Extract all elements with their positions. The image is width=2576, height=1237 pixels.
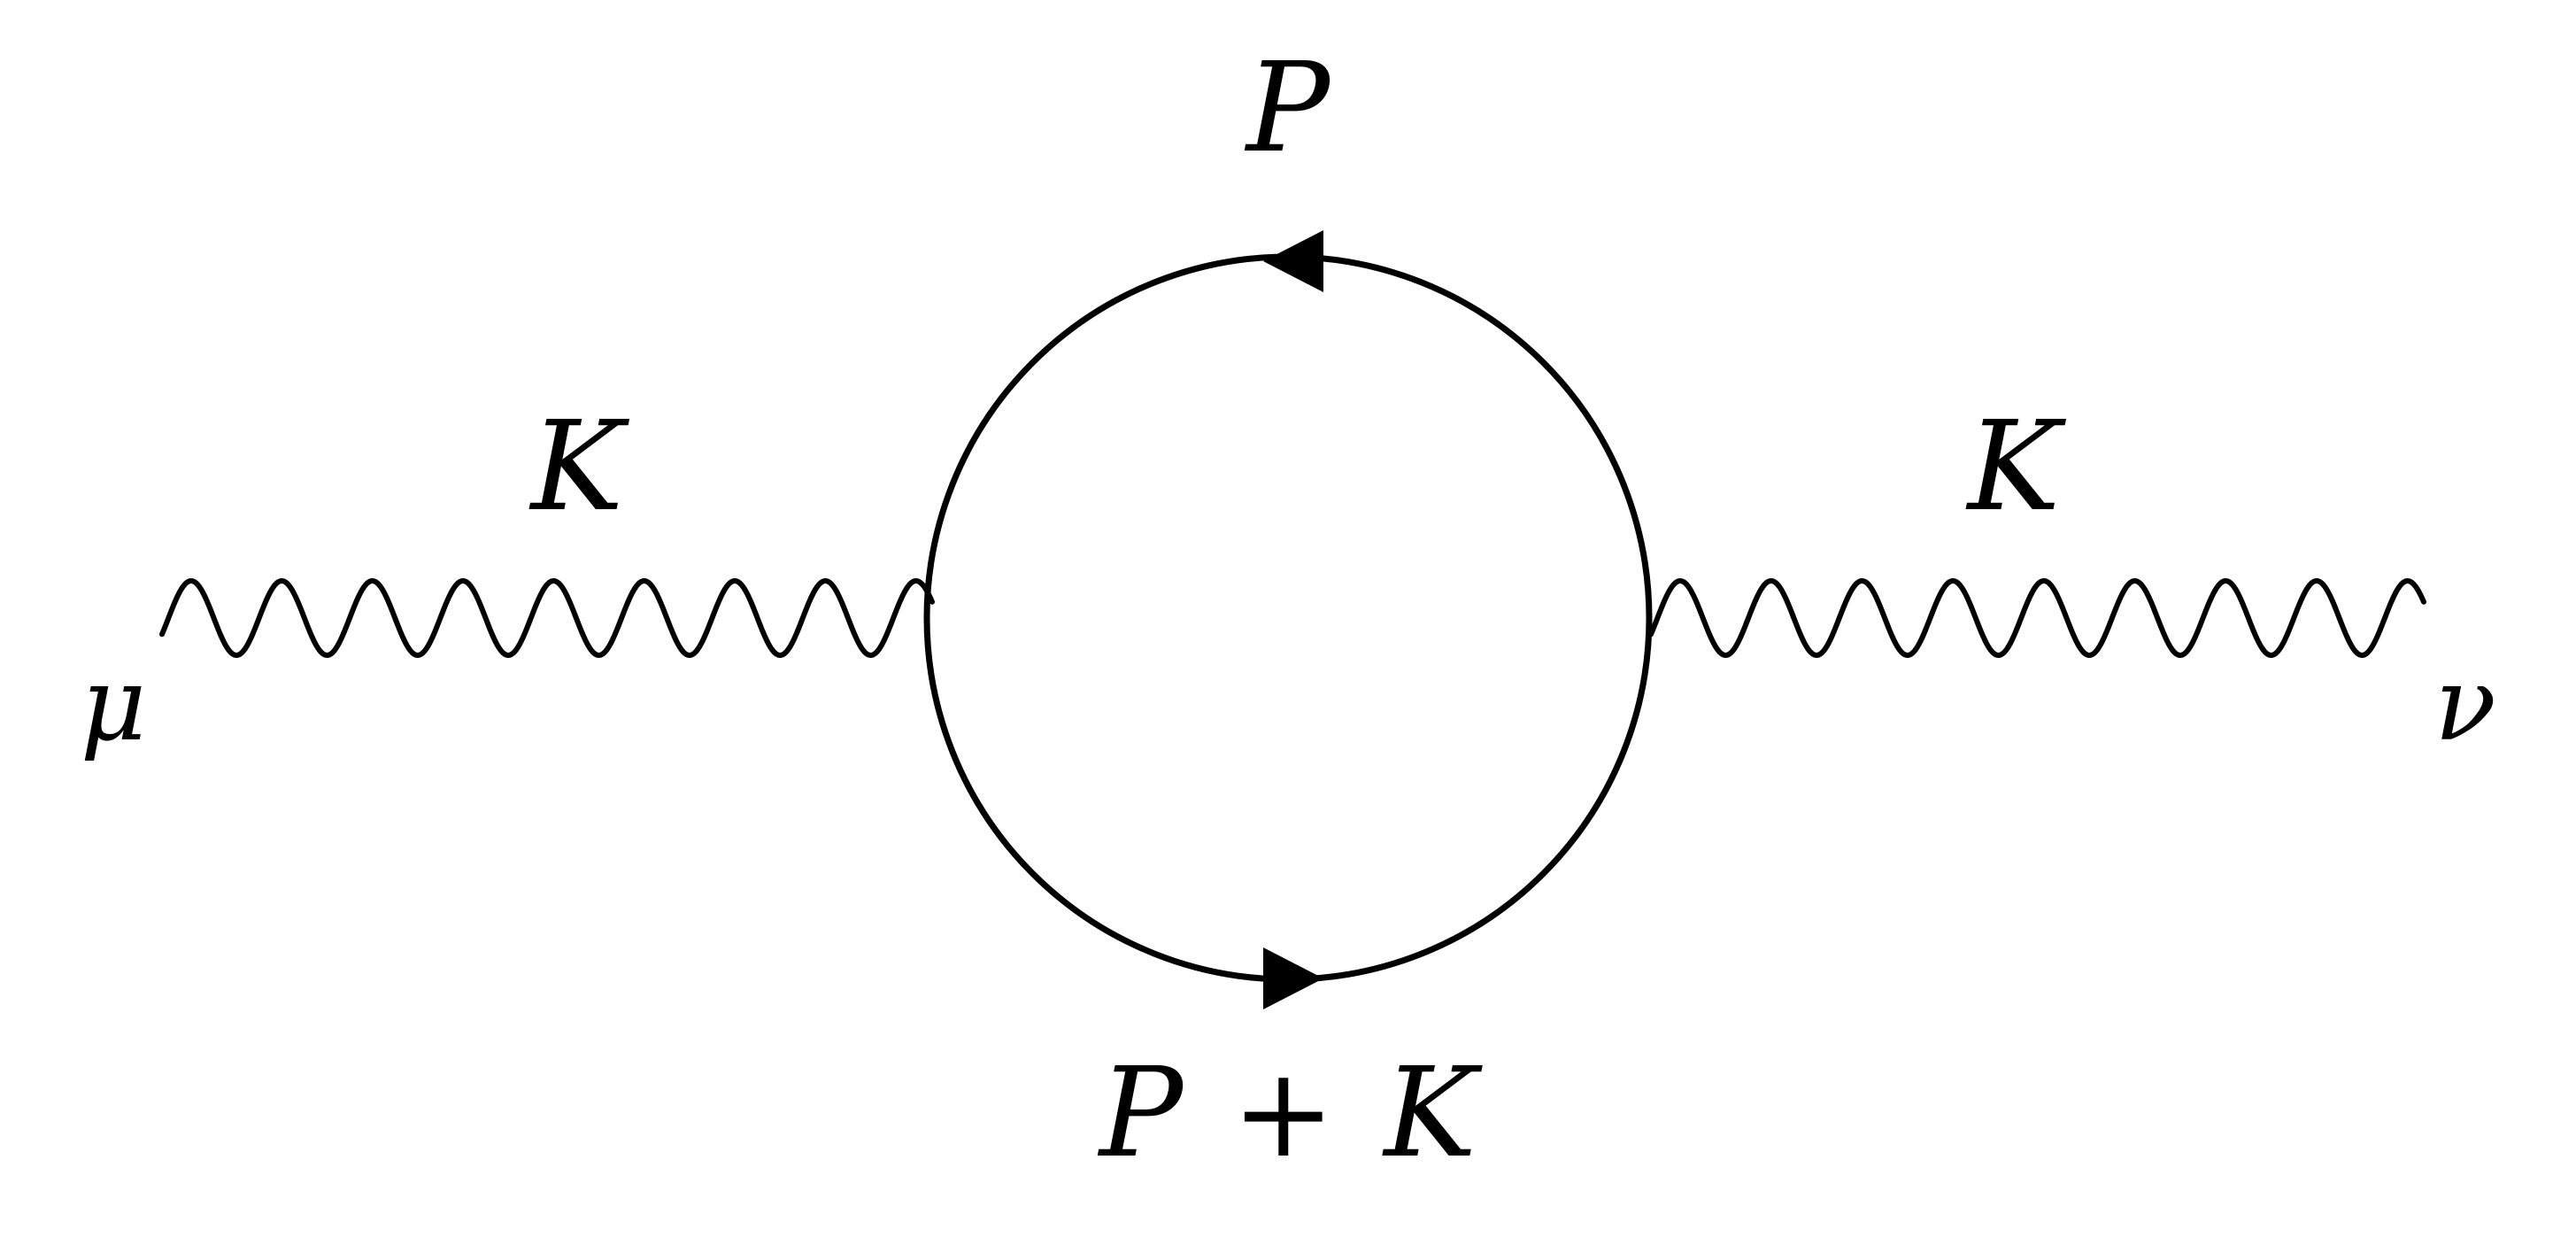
right-index-label: ν — [2434, 646, 2496, 764]
top-arrow-icon — [1263, 230, 1323, 292]
bottom-arrow-icon — [1263, 947, 1323, 1009]
loop-bottom-momentum-left: P — [1097, 1041, 1185, 1186]
right-photon-line — [1648, 578, 2426, 658]
right-photon-momentum-label: K — [1965, 395, 2067, 539]
left-photon-momentum-label: K — [528, 395, 630, 539]
fermion-loop — [923, 253, 1653, 983]
loop-bottom-momentum-operator: + — [1231, 1041, 1335, 1186]
left-photon-line — [159, 578, 935, 658]
left-index-label: μ — [81, 646, 147, 764]
loop-top-momentum-label: P — [1244, 36, 1332, 181]
loop-bottom-momentum-right: K — [1381, 1041, 1483, 1186]
loop-bottom-momentum-label: P + K — [1097, 1041, 1484, 1186]
